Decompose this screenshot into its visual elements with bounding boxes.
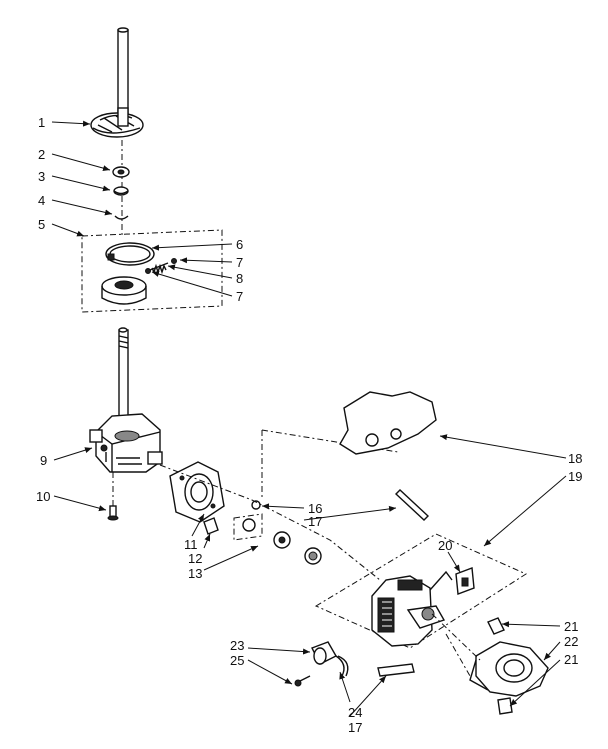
callout-25: 25 [230,653,244,668]
callout-labels: 1 2 3 4 5 6 7 8 7 9 10 11 12 13 16 17 18… [36,115,582,735]
callout-22: 22 [564,634,578,649]
callout-3: 3 [38,169,45,184]
part-18-shield [339,391,437,455]
part-22-pump [469,641,549,697]
part-1-cam [90,107,144,138]
callout-5: 5 [38,217,45,232]
callout-6: 6 [236,237,243,252]
alignment-line-1 [159,464,381,581]
part-25-screw [294,675,311,687]
callout-7-lower: 7 [236,289,243,304]
callout-1: 1 [38,115,45,130]
part-9-gearcase [89,413,163,473]
alignment-line-5 [445,633,471,677]
callout-4: 4 [38,193,45,208]
callout-20: 20 [438,538,452,553]
callout-17-upper: 17 [308,514,322,529]
callout-21-upper: 21 [564,619,578,634]
part-12-plug [203,517,219,535]
drive-shaft-top [117,27,129,121]
callout-10: 10 [36,489,50,504]
part-5-drum [101,276,147,305]
callout-13: 13 [188,566,202,581]
part-3-spring [113,186,129,196]
callout-9: 9 [40,453,47,468]
part-10-screw [107,505,119,521]
callout-24: 24 [348,705,362,720]
part-17-bar-lower [377,663,415,677]
callout-16: 16 [308,501,322,516]
part-11-gasket-plate [169,461,225,523]
callout-19: 19 [568,469,582,484]
leader-lines [51,120,567,717]
part-6-ring [105,242,155,266]
part-24-clip [335,655,349,677]
part-21-clip-upper [487,617,505,635]
part-5-assembly-box [81,229,223,313]
part-21-clip-lower [497,697,513,715]
callout-23: 23 [230,638,244,653]
callout-2: 2 [38,147,45,162]
part-20-switch [455,567,475,595]
part-17-bar-upper [394,489,430,521]
callout-21-lower: 21 [564,652,578,667]
callout-12: 12 [188,551,202,566]
part-8-spring-pin [145,258,177,275]
callout-18: 18 [568,451,582,466]
motor-body [371,570,453,647]
callout-17-lower: 17 [348,720,362,735]
part-13-seal-kit [233,513,322,565]
callout-11: 11 [184,537,198,552]
part-23-capacitor [311,641,337,665]
alignment-line-4 [431,613,481,661]
part-2-washer [112,166,130,178]
part-4-clip [114,215,129,220]
callout-7-upper: 7 [236,255,243,270]
callout-8: 8 [236,271,243,286]
part-16-pin [251,500,261,510]
